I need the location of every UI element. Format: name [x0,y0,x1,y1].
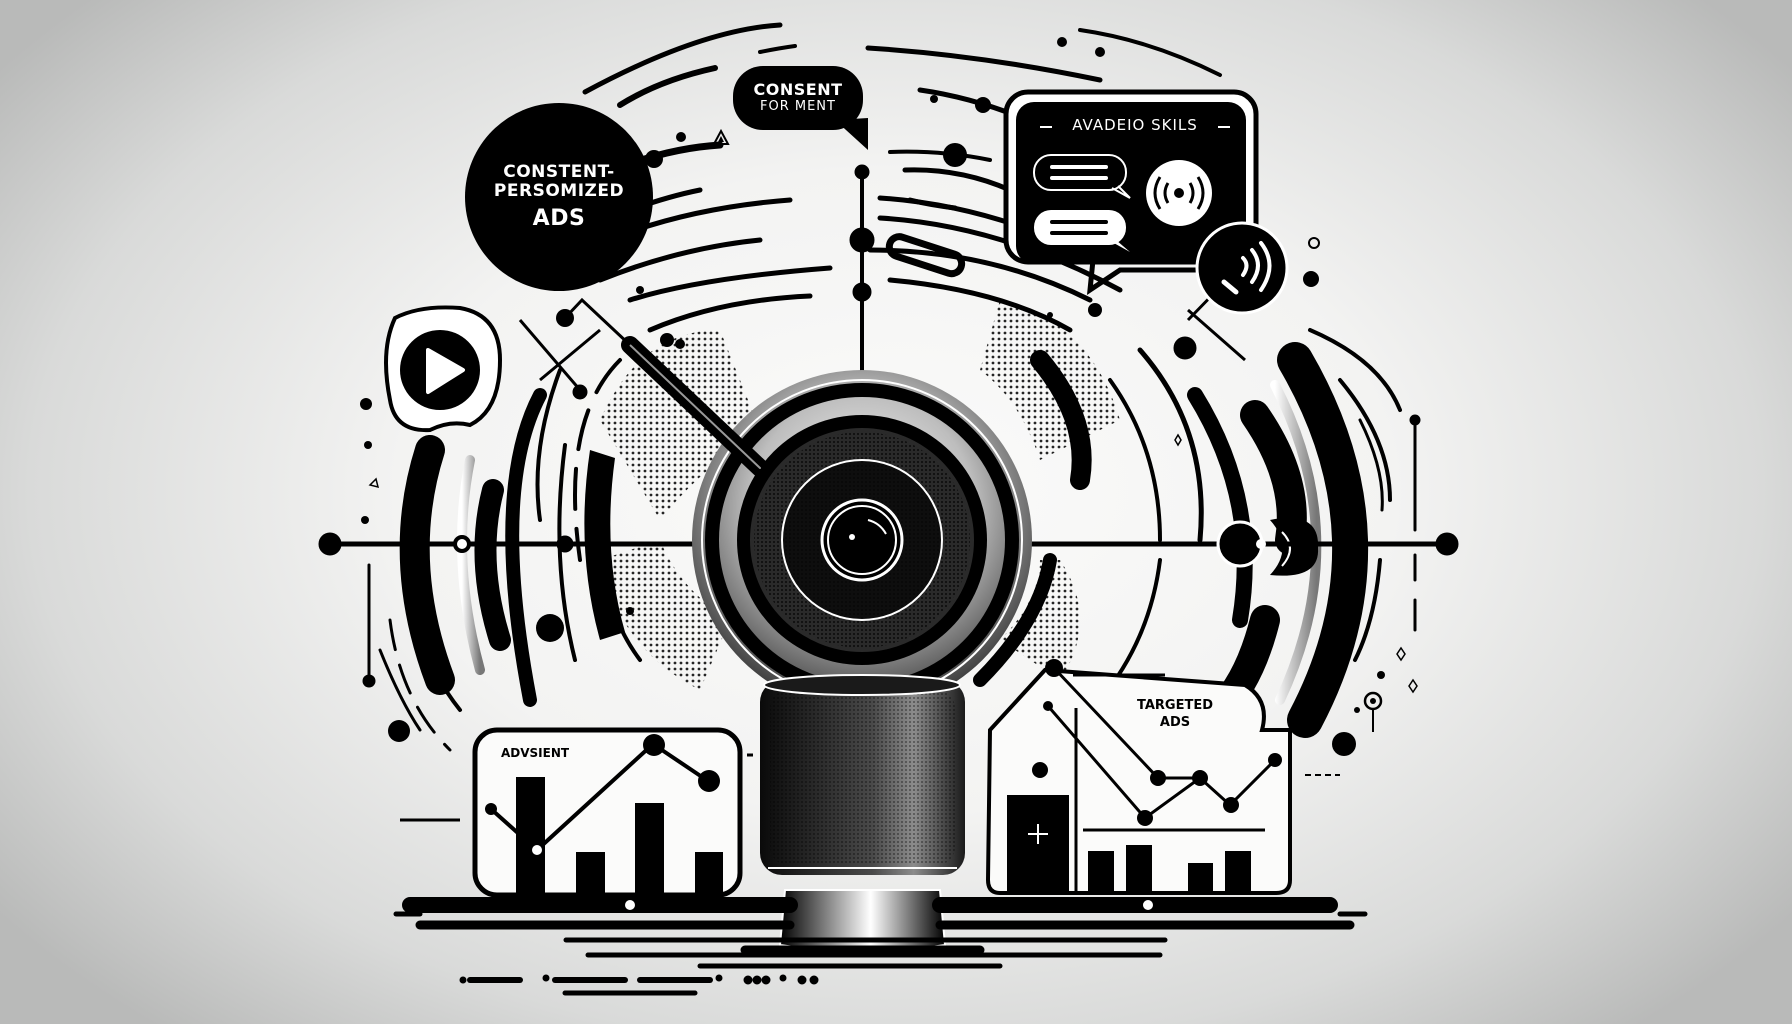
right-chart-title-line-1: TARGETED [1136,698,1214,713]
right-chart-card [985,659,1340,895]
personalized-ads-badge: CONSTENT- PERSOMIZED ADS [465,103,653,291]
left-chart-title: ADVSIENT [501,746,570,760]
left-chart-card [400,727,753,898]
sparkle-icon [368,433,1418,694]
connector-lines [518,283,1246,400]
badge-line-3: ADS [532,205,586,231]
badge-line-2: PERSOMIZED [493,181,625,202]
play-icon[interactable] [384,305,503,433]
right-anchor [1270,517,1319,576]
consent-line-2: FOR MENT [760,99,836,114]
broadcast-icon[interactable] [1146,160,1212,226]
stylus-pen [556,297,769,477]
camera-lens-icon [692,370,1032,710]
capsule-shape [885,233,966,278]
warning-triangle-icon [712,128,730,145]
target-icon [1308,237,1383,732]
sound-waves-icon[interactable] [1195,221,1289,315]
skills-panel-title: AVADEIO SKILS [1072,116,1198,134]
chat-bubble-icon [1033,154,1131,252]
badge-line-1: CONSTENT- [503,161,615,182]
right-chart-title: TARGETED ADS [1120,697,1230,731]
right-chart-title-line-2: ADS [1159,715,1191,730]
consent-line-1: CONSENT [753,80,843,99]
consent-speech-bubble: CONSENT FOR MENT [733,66,863,130]
scatter-dots [360,37,1385,756]
side-ticks [362,414,1421,688]
smart-speaker-icon [760,674,965,953]
ground-lines [393,897,1368,996]
